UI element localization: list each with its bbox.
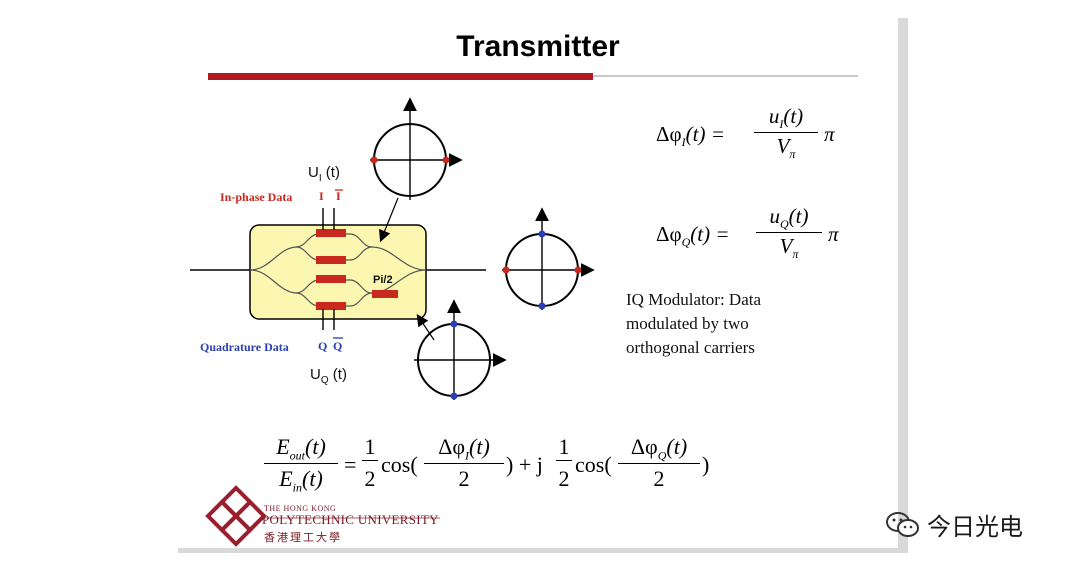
label-i-bar: I (336, 189, 341, 203)
slide-title: Transmitter (456, 30, 620, 63)
electrode-pi2 (372, 290, 398, 298)
polyu-logo (205, 485, 267, 547)
label-q-bar: Q (333, 339, 343, 353)
point-red-right (574, 266, 582, 274)
watermark-text: 今日光电 (927, 513, 1023, 541)
label-uq: UQ (t) (310, 366, 347, 386)
point-red-left (370, 156, 378, 164)
electrode-q (316, 275, 346, 283)
electrode-i (316, 229, 346, 237)
constellation-qpsk (502, 207, 595, 310)
electrodes (316, 229, 398, 310)
point-red-left (502, 266, 510, 274)
label-quadrature-data: Quadrature Data (200, 340, 289, 354)
description: IQ Modulator: Data modulated by two orth… (626, 288, 846, 360)
slide-shadow-bottom (178, 548, 908, 553)
description-line-1: IQ Modulator: Data (626, 290, 762, 309)
point-blue-top (538, 230, 546, 238)
university-line-1: THE HONG KONG (264, 504, 337, 513)
slide-shadow-right (898, 18, 908, 553)
equation-main: Eout(t) Ein(t) = 1 2 cos( ΔφI(t) 2 ) + j… (264, 434, 724, 504)
description-line-2: modulated by two (626, 314, 749, 333)
drive-lines (322, 208, 335, 330)
description-line-3: orthogonal carriers (626, 338, 755, 357)
constellation-bpsk-i (370, 97, 463, 200)
university-line-2: POLYTECHNIC UNIVERSITY (262, 512, 439, 527)
electrode-q-bar (316, 302, 346, 310)
pointer-bottom (416, 314, 435, 341)
pointer-top (379, 197, 399, 243)
label-q: Q (318, 339, 328, 353)
iq-modulator-diagram (190, 97, 595, 547)
title-underline-grey (593, 75, 858, 77)
slide: Transmitter (178, 18, 898, 553)
electrode-i-bar (316, 256, 346, 264)
label-inphase-data: In-phase Data (220, 190, 293, 204)
wechat-icon (886, 512, 919, 537)
title-underline-red (208, 73, 593, 80)
label-pi2: Pi/2 (373, 274, 393, 286)
point-red-right (442, 156, 450, 164)
university-line-3: 香港理工大學 (264, 531, 342, 544)
label-i: I (319, 189, 324, 203)
constellation-bpsk-q (414, 299, 507, 400)
point-blue-bottom (450, 392, 458, 400)
label-ui: UI (t) (308, 164, 340, 184)
watermark: 今日光电 (885, 505, 1065, 545)
point-blue-top (450, 320, 458, 328)
point-blue-bottom (538, 302, 546, 310)
